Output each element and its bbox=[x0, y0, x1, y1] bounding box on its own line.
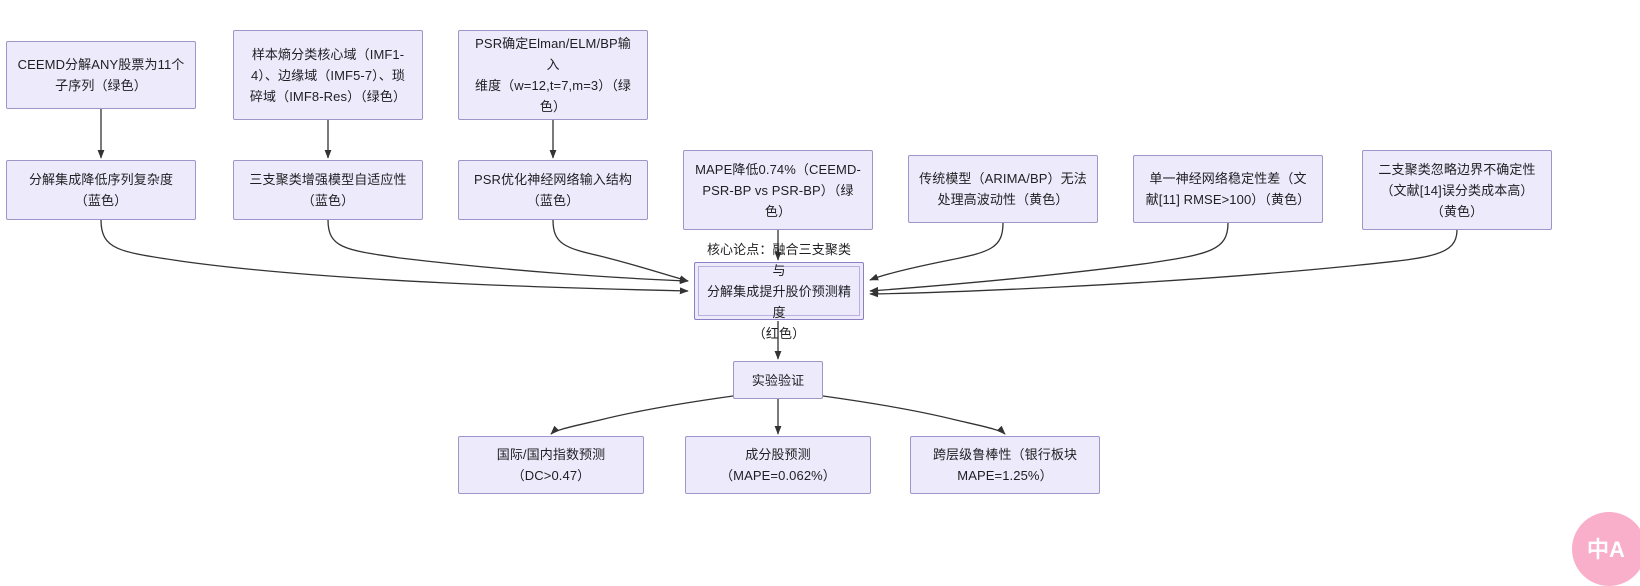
edge-traditional-to-core bbox=[869, 222, 1004, 281]
node-two-way-clustering-limitation[interactable]: 二支聚类忽略边界不确定性 （文献[14]误分类成本高） （黄色） bbox=[1362, 150, 1552, 230]
node-label: 跨层级鲁棒性（银行板块 MAPE=1.25%） bbox=[932, 447, 1078, 483]
node-constituent-stock-prediction-result[interactable]: 成分股预测 （MAPE=0.062%） bbox=[685, 436, 871, 494]
node-psr-input-dimension[interactable]: PSR确定Elman/ELM/BP输入 维度（w=12,t=7,m=3）（绿 色… bbox=[458, 30, 648, 120]
edge-twoway-to-core bbox=[869, 229, 1458, 298]
node-label: PSR优化神经网络输入结构 （蓝色） bbox=[473, 172, 633, 208]
node-decomposition-reduces-complexity[interactable]: 分解集成降低序列复杂度 （蓝色） bbox=[6, 160, 196, 220]
node-label: 国际/国内指数预测 （DC>0.47） bbox=[496, 447, 606, 483]
node-three-way-clustering-adaptivity[interactable]: 三支聚类增强模型自适应性 （蓝色） bbox=[233, 160, 423, 220]
node-label: 实验验证 bbox=[751, 372, 805, 388]
node-psr-optimizes-nn-input[interactable]: PSR优化神经网络输入结构 （蓝色） bbox=[458, 160, 648, 220]
node-label: 单一神经网络稳定性差（文 献[11] RMSE>100）（黄色） bbox=[1145, 171, 1311, 207]
edge-complexity-to-core bbox=[100, 219, 689, 295]
node-single-nn-instability[interactable]: 单一神经网络稳定性差（文 献[11] RMSE>100）（黄色） bbox=[1133, 155, 1323, 223]
watermark-label: 中A bbox=[1587, 536, 1625, 562]
edge-validation-to-robustness bbox=[822, 395, 1006, 435]
node-label: 二支聚类忽略边界不确定性 （文献[14]误分类成本高） （黄色） bbox=[1378, 161, 1536, 219]
node-ceemd-decompose[interactable]: CEEMD分解ANY股票为11个 子序列（绿色） bbox=[6, 41, 196, 109]
node-label: PSR确定Elman/ELM/BP输入 维度（w=12,t=7,m=3）（绿 色… bbox=[474, 36, 632, 114]
node-index-prediction-result[interactable]: 国际/国内指数预测 （DC>0.47） bbox=[458, 436, 644, 494]
edge-validation-to-index bbox=[550, 395, 734, 435]
node-core-thesis[interactable]: 核心论点：融合三支聚类与 分解集成提升股价预测精度 （红色） bbox=[694, 242, 864, 341]
edge-singlenn-to-core bbox=[869, 222, 1229, 294]
node-label: CEEMD分解ANY股票为11个 子序列（绿色） bbox=[17, 57, 185, 93]
node-experimental-validation[interactable]: 实验验证 bbox=[733, 361, 823, 399]
node-mape-reduction-evidence[interactable]: MAPE降低0.74%（CEEMD- PSR-BP vs PSR-BP）（绿 色… bbox=[683, 150, 873, 230]
language-toggle-watermark[interactable]: 中A bbox=[1572, 512, 1640, 586]
edge-clustering-to-core bbox=[327, 219, 689, 285]
node-label: MAPE降低0.74%（CEEMD- PSR-BP vs PSR-BP）（绿 色… bbox=[695, 161, 861, 219]
node-label: 分解集成降低序列复杂度 （蓝色） bbox=[28, 172, 174, 208]
node-label: 传统模型（ARIMA/BP）无法 处理高波动性（黄色） bbox=[919, 171, 1087, 207]
node-label: 成分股预测 （MAPE=0.062%） bbox=[720, 447, 836, 483]
edge-nninput-to-core bbox=[552, 219, 689, 283]
node-label: 样本熵分类核心域（IMF1- 4）、边缘域（IMF5-7）、琐 碎域（IMF8-… bbox=[249, 46, 407, 104]
node-traditional-model-limitation[interactable]: 传统模型（ARIMA/BP）无法 处理高波动性（黄色） bbox=[908, 155, 1098, 223]
node-cross-level-robustness-result[interactable]: 跨层级鲁棒性（银行板块 MAPE=1.25%） bbox=[910, 436, 1100, 494]
node-label: 核心论点：融合三支聚类与 分解集成提升股价预测精度 （红色） bbox=[706, 241, 852, 341]
node-label: 三支聚类增强模型自适应性 （蓝色） bbox=[249, 172, 407, 208]
node-sample-entropy-classify[interactable]: 样本熵分类核心域（IMF1- 4）、边缘域（IMF5-7）、琐 碎域（IMF8-… bbox=[233, 30, 423, 120]
diagram-canvas: CEEMD分解ANY股票为11个 子序列（绿色） 样本熵分类核心域（IMF1- … bbox=[6, 30, 1640, 586]
